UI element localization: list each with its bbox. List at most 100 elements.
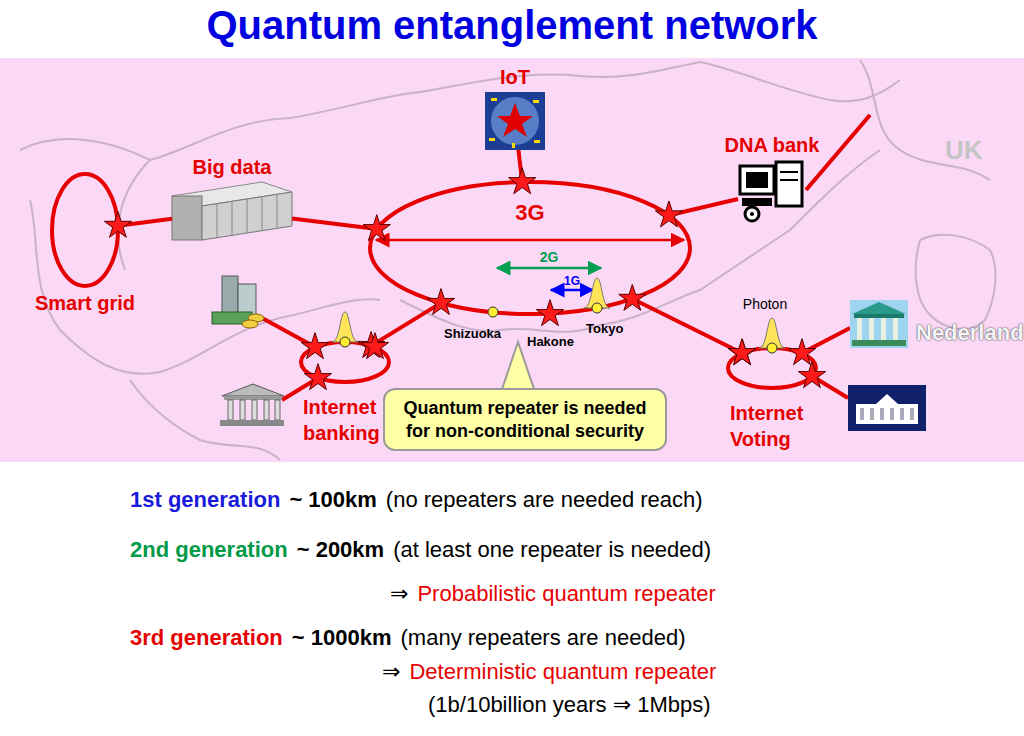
callout-box: Quantum repeater is needed for non-condi… (383, 388, 667, 451)
generation-text: (many repeaters are needed) (401, 625, 686, 651)
network-link (518, 150, 522, 182)
generation-line: (1b/10billion years ⇒ 1Mbps) (428, 692, 711, 718)
generation-line: ⇒ Deterministic quantum repeater (382, 659, 716, 685)
banking-ring: Internet banking (299, 340, 391, 384)
map-label: Nederland (916, 320, 1024, 346)
bank-building-icon (222, 384, 284, 396)
big-data-icon (202, 192, 292, 240)
map-label: Shizuoka (444, 326, 501, 341)
distance-arrows (376, 239, 684, 242)
voting-ring: Internet Voting (726, 346, 818, 390)
network-link (371, 303, 441, 346)
node-label: Internet Voting (730, 400, 830, 452)
voting-building-icon (850, 300, 908, 348)
photon-pulse (759, 318, 785, 348)
white-house-icon (870, 408, 874, 420)
dna-bank-icon (742, 198, 772, 206)
bank-building-icon (252, 400, 257, 420)
dna-bank-node: DNA bank (738, 160, 806, 222)
photon-pulse (584, 278, 610, 308)
iot-icon (533, 100, 539, 103)
map-label: 1G (564, 274, 580, 288)
iot-node: IoT (485, 92, 545, 150)
repeater-star (798, 362, 825, 388)
generation-text: Deterministic quantum repeater (409, 659, 716, 685)
ring-outline (728, 348, 816, 388)
voting-building-icon (854, 314, 904, 318)
iot-icon (534, 140, 540, 143)
dna-bank-icon (750, 212, 754, 216)
iot-icon (491, 98, 497, 101)
big-data-icon (172, 182, 292, 240)
network-link (118, 219, 172, 226)
big-data-icon (277, 194, 278, 228)
callout-tail (501, 342, 535, 392)
big-data-icon (172, 196, 202, 240)
generation-text: 3rd generation (130, 625, 283, 651)
node-dot (340, 337, 350, 347)
bank-money-icon (222, 276, 238, 316)
node-dot (488, 307, 498, 317)
repeater-star (619, 284, 646, 310)
network-ring: 3G (368, 180, 692, 316)
big-data-icon (262, 197, 263, 231)
dna-bank-icon (740, 162, 802, 221)
white-house-icon (876, 394, 898, 404)
white-house-icon (900, 408, 904, 420)
repeater-star (728, 339, 755, 365)
map-label: Tokyo (586, 321, 623, 336)
dna-bank-icon (776, 162, 802, 206)
ring-outline (726, 346, 818, 390)
repeater-star (536, 300, 563, 326)
iot-icon (491, 97, 539, 145)
node-dot (592, 303, 602, 313)
voting-building-icon (850, 300, 908, 348)
generation-line: 1st generation ~ 100km (no repeaters are n… (130, 487, 703, 513)
repeater-star (304, 364, 331, 390)
iot-icon (497, 103, 533, 137)
dna-bank-icon (780, 179, 798, 181)
white-house-icon (910, 408, 914, 420)
voting-building-icon (869, 318, 874, 340)
node-label: Big data (193, 156, 272, 179)
smart-grid-ring: Smart grid (50, 172, 120, 288)
generation-text: ⇒ (390, 581, 408, 607)
white-house-icon (890, 408, 894, 420)
ring-outline (301, 342, 389, 382)
generation-text: 1st generation (130, 487, 280, 513)
icon-links (262, 318, 315, 347)
repeater-star (363, 215, 390, 241)
bank-money-icon (242, 320, 258, 328)
generation-text: 2nd generation (130, 537, 288, 563)
node-label: DNA bank (725, 134, 820, 157)
node-label: Quantum repeater is needed for non-condi… (397, 397, 653, 442)
generation-text: Probabilistic quantum repeater (417, 581, 715, 607)
bank-building-icon (275, 400, 280, 420)
repeater-star (301, 333, 328, 359)
white-house-icon (848, 385, 926, 431)
dna-bank-icon (746, 172, 768, 188)
map-panel (0, 58, 1024, 462)
node-dot (767, 343, 777, 353)
generation-text: (1b/10billion years ⇒ 1Mbps) (428, 692, 711, 718)
iot-icon (485, 92, 545, 150)
icon-links (262, 115, 870, 400)
generation-text: ⇒ (382, 659, 400, 685)
generation-text: ~ 100km (289, 487, 376, 513)
distance-arrows (551, 289, 593, 292)
distance-arrows (497, 267, 601, 270)
map-label: Hakone (527, 334, 574, 349)
bank-money-icon (212, 276, 264, 328)
photon-pulse (332, 312, 358, 342)
generation-text: (no repeaters are needed reach) (386, 487, 703, 513)
big-data-icon (247, 199, 248, 233)
bank-building-icon (228, 400, 233, 420)
repeater-star (358, 332, 385, 358)
generation-line: 2nd generation~ 200km(at least one repea… (130, 537, 711, 563)
node-label: Smart grid (35, 292, 135, 315)
dna-bank-icon (780, 171, 798, 173)
bank-building-icon (240, 400, 245, 420)
repeater-star (427, 289, 454, 315)
